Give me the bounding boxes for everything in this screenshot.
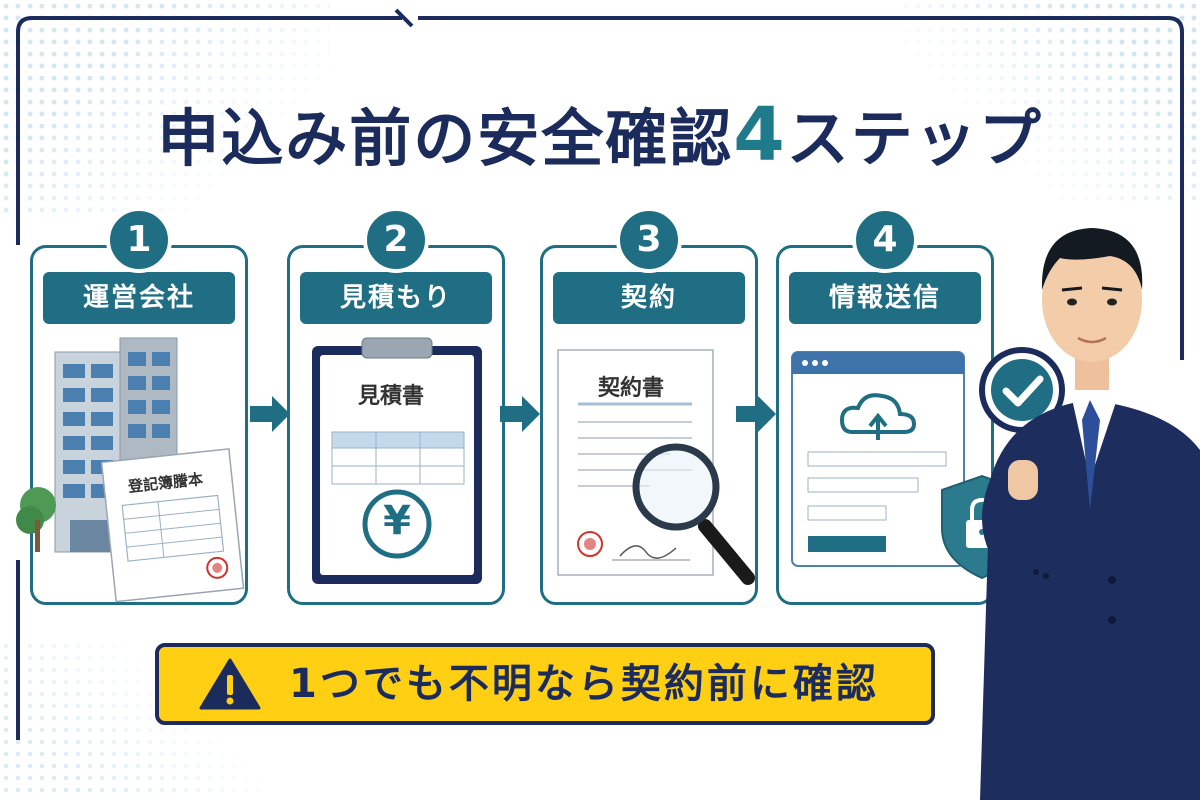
magnifier-icon [632,443,755,585]
step-number-badge: 1 [106,207,172,273]
warning-banner: 1つでも不明なら契約前に確認 [155,643,935,725]
title-number: 4 [733,92,787,178]
warning-triangle-icon [199,658,261,710]
title-main: 申込み前の安全確認 [157,102,734,175]
page-title: 申込み前の安全確認4ステップ [60,88,1140,178]
arrow-right-icon [500,396,540,432]
step-label: 運営会社 [43,272,235,324]
browser-window-icon [791,351,965,567]
doc-label-estimate: 見積書 [358,384,425,409]
step-number-badge: 3 [616,207,682,273]
step-label: 契約 [553,272,745,324]
document-icon [100,448,245,603]
yen-symbol: ¥ [383,498,411,544]
arrow-right-icon [250,396,290,432]
dot-pattern-top-left [0,0,330,220]
contract-document-icon [557,349,714,576]
step-label: 情報送信 [789,272,981,324]
businessman-illustration [979,228,1200,800]
step-number-badge: 2 [363,207,429,273]
doc-label-contract: 契約書 [598,376,665,401]
title-suffix: ステップ [786,102,1043,175]
clipboard-icon [312,337,482,584]
step-number-badge: 4 [852,207,918,273]
step-label: 見積もり [300,272,492,324]
dot-pattern-top-right [900,0,1200,200]
warning-text: 1つでも不明なら契約前に確認 [289,661,879,707]
arrow-right-icon [736,396,776,432]
